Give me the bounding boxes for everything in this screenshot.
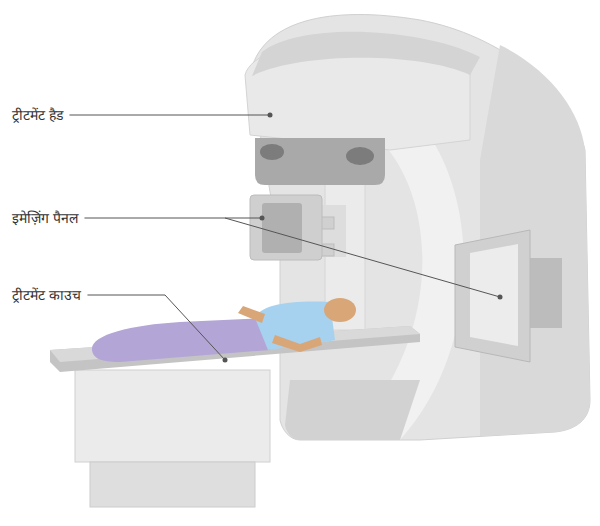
leader-line (225, 218, 262, 219)
imaging-panel-face (262, 203, 302, 253)
collimator-part (260, 144, 284, 160)
collimator-part (346, 147, 374, 165)
head (324, 298, 356, 322)
leader-line (87, 295, 165, 296)
arm (238, 306, 265, 323)
collimator (255, 138, 385, 185)
leader-dot (223, 358, 228, 363)
couch-base (90, 462, 255, 507)
arm (272, 335, 322, 352)
leader-line (84, 218, 225, 219)
leader-line (225, 218, 500, 297)
part-label: इमेज़िंग पैनल (12, 209, 78, 227)
part-label: ट्रीटमेंट काउच (12, 286, 81, 304)
imaging-panel (250, 195, 322, 260)
leader-line (69, 115, 270, 116)
leader-dot (268, 113, 273, 118)
blanket (92, 318, 275, 362)
leader-dot (498, 295, 503, 300)
imaging-panel (455, 230, 530, 362)
leader-line (165, 295, 225, 360)
gantry-base-shadow (285, 380, 420, 440)
part-label: ट्रीटमेंट हैड (12, 106, 63, 124)
head-top (252, 32, 480, 76)
leader-lines (69, 115, 500, 360)
leader-dot (260, 216, 265, 221)
couch-pedestal (75, 370, 270, 462)
leader-dots (223, 113, 503, 363)
